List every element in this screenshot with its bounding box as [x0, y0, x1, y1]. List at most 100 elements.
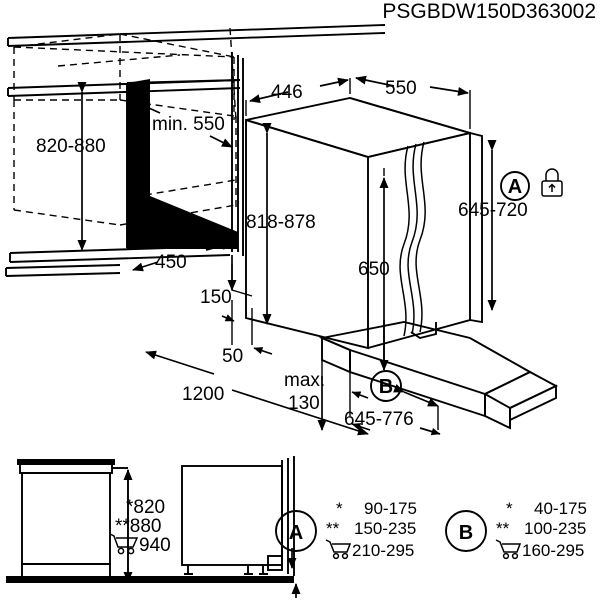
- dim-label-niche-depth: min. 550: [152, 114, 225, 135]
- leader-min550-left: [139, 103, 161, 114]
- leader-450-right: [205, 241, 233, 251]
- elev-foot-right: [244, 565, 253, 575]
- dim-label-550: 550: [385, 78, 417, 99]
- legend-b-dstar-value: 100-235: [524, 519, 586, 538]
- dim-elevation-heights: *820 **880 940: [109, 469, 171, 583]
- dim-label-max: max.: [284, 370, 325, 391]
- niche-fill-shape: [127, 79, 238, 248]
- shopping-cart-icon-b: [495, 539, 522, 560]
- cabinet-floor-line: [5, 264, 121, 269]
- dim-niche-width: 450: [132, 241, 233, 273]
- worktop-top-line-2: [7, 32, 386, 47]
- dim-50-arrow-left: [221, 314, 235, 322]
- dim-panel-height: 645-720: [458, 140, 528, 311]
- break-line-3: [415, 141, 426, 333]
- legend-b-circle: [445, 510, 487, 552]
- elev-label-880: **880: [115, 516, 162, 537]
- dim-1200: 1200: [145, 350, 369, 436]
- dim-appliance-height: 818-878: [246, 123, 316, 325]
- dim-645-776-group: B 645-776: [344, 370, 441, 436]
- dim-label-645-776: 645-776: [344, 409, 414, 430]
- cart-wheel-left: [117, 547, 125, 555]
- elev-foot-left: [184, 565, 193, 575]
- dim-550-arrow-right: [429, 86, 469, 96]
- dim-650: 650: [358, 168, 390, 371]
- dim-label-panel-height: 645-720: [458, 200, 528, 221]
- appliance-foot: [410, 322, 437, 340]
- cabinet-base-line-2: [9, 254, 231, 263]
- leader-450-left: [132, 261, 159, 272]
- dim-label-niche-width: 450: [155, 252, 187, 273]
- cabinet-run-group: [5, 24, 386, 277]
- legend-b-group: B * 40-175 ** 100-235 160-295: [445, 499, 587, 560]
- elev-panel-dark: [17, 459, 115, 465]
- cart-a-basket: [325, 539, 352, 553]
- hidden-line-8: [13, 46, 235, 58]
- dim-645776-arrow-left: [351, 391, 369, 399]
- legend-a-group: A * 90-175 ** 150-235 210-295: [275, 499, 417, 560]
- dim-50: 50: [221, 300, 273, 367]
- elev-label-820: *820: [126, 497, 165, 518]
- legend-b-dstar: **: [496, 519, 510, 538]
- cart-wheel-right: [127, 547, 135, 555]
- shopping-cart-icon: [109, 533, 139, 555]
- worktop-front-line-2: [7, 87, 241, 97]
- dim-645776-double-arrow: [393, 384, 439, 407]
- hidden-line-15: [57, 54, 181, 67]
- leader-min550-right: [209, 135, 233, 148]
- appliance-body-group: [245, 97, 483, 350]
- legend-a-label: A: [289, 522, 303, 544]
- balloon-a-circle: [500, 171, 530, 201]
- elev-label-940: 940: [139, 535, 171, 556]
- cart-b-basket: [495, 539, 522, 553]
- dim-150: 150: [200, 255, 253, 308]
- hidden-line-6: [13, 209, 121, 226]
- legend-a-star: *: [336, 499, 343, 518]
- dim-label-50: 50: [222, 346, 243, 367]
- cabinet-floor-line-2: [5, 272, 121, 277]
- dim-50-arrow-right: [253, 347, 273, 355]
- appliance-side-face: [367, 131, 471, 349]
- legend-a-cart-value: 210-295: [352, 541, 414, 560]
- hidden-line-10: [119, 204, 237, 226]
- dim-label-max-value: 130: [288, 393, 320, 414]
- drawing-code-title: PSGBDW150D363002: [382, 0, 596, 23]
- dim-446-arrow-right: [319, 77, 349, 87]
- cart-a-wheel-right: [341, 552, 349, 560]
- balloon-b-label: B: [379, 376, 393, 398]
- shopping-cart-icon-a: [325, 539, 352, 560]
- dim-label-446: 446: [271, 82, 303, 103]
- hidden-line-1: [13, 33, 121, 48]
- legend-b-cart-value: 160-295: [522, 541, 584, 560]
- break-line-1: [399, 145, 410, 337]
- dim-niche-height: 820-880: [36, 82, 106, 251]
- balloon-a-group: A: [500, 168, 563, 201]
- padlock-shackle: [545, 168, 559, 181]
- balloon-b-circle: [370, 370, 402, 402]
- cart-b-wheel-right: [511, 552, 519, 560]
- dim-label-650: 650: [358, 259, 390, 280]
- dim-label-niche-height: 820-880: [36, 136, 106, 157]
- dim-1200-arrow-left: [145, 350, 215, 375]
- padlock-icon: [541, 168, 563, 197]
- padlock-body: [541, 180, 563, 197]
- legend-a-star-value: 90-175: [364, 499, 417, 518]
- door-ledge-face: [509, 384, 557, 422]
- dim-label-150: 150: [200, 287, 232, 308]
- floor-line: [6, 576, 294, 583]
- dim-645776-lower-right: [419, 427, 441, 436]
- legend-a-dstar-value: 150-235: [354, 519, 416, 538]
- hidden-line-11: [132, 179, 237, 198]
- dim-niche-depth: min. 550: [139, 103, 233, 148]
- legend-b-star-value: 40-175: [534, 499, 587, 518]
- dim-label-1200: 1200: [182, 384, 224, 405]
- cart-basket: [109, 533, 139, 548]
- legend-b-star: *: [506, 499, 513, 518]
- break-line-2: [407, 143, 418, 335]
- dim-446-arrow-left: [249, 91, 289, 104]
- cart-a-wheel-left: [332, 552, 340, 560]
- legend-b-label: B: [459, 522, 473, 544]
- cart-b-wheel-left: [502, 552, 510, 560]
